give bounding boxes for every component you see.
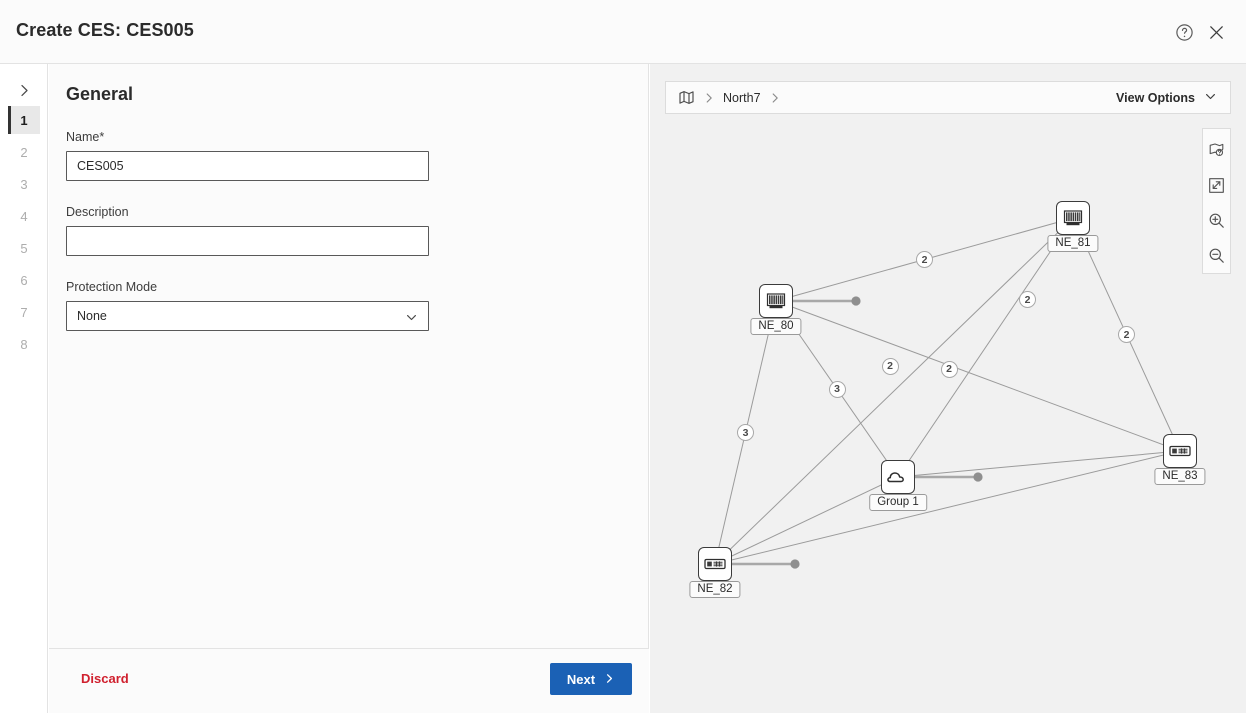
form-footer: Discard Next bbox=[49, 649, 649, 713]
map-icon[interactable] bbox=[678, 89, 695, 106]
topology-node-ne81[interactable]: NE_81 bbox=[1047, 201, 1099, 252]
zoom-out-icon[interactable] bbox=[1203, 238, 1230, 273]
stub-endpoint-ne80[interactable] bbox=[851, 296, 861, 306]
name-input[interactable] bbox=[66, 151, 429, 181]
node-label-ne81: NE_81 bbox=[1047, 235, 1099, 252]
link-group1-ne83[interactable] bbox=[897, 450, 1181, 478]
step-indicator-7[interactable]: 7 bbox=[20, 304, 28, 320]
section-title: General bbox=[66, 84, 134, 104]
step-rail: 1 2 3 4 5 6 7 8 bbox=[0, 64, 48, 713]
chevron-right-icon bbox=[604, 672, 615, 687]
dialog-titlebar: Create CES: CES005 bbox=[0, 0, 1246, 64]
link-badge-ne81-group1[interactable]: 2 bbox=[1019, 291, 1036, 308]
name-label: Name* bbox=[66, 130, 105, 144]
link-badge-ne81-ne83[interactable]: 2 bbox=[1118, 326, 1135, 343]
breadcrumb-item-north7[interactable]: North7 bbox=[723, 90, 761, 105]
link-badge-ne80-ne82[interactable]: 3 bbox=[737, 424, 754, 441]
link-badge-ne81-ne82[interactable]: 2 bbox=[940, 360, 958, 378]
next-button[interactable]: Next bbox=[550, 663, 632, 695]
fit-to-screen-icon[interactable] bbox=[1203, 168, 1230, 203]
view-options-label: View Options bbox=[1116, 90, 1195, 105]
help-circle-icon[interactable] bbox=[1172, 20, 1196, 44]
next-button-label: Next bbox=[566, 671, 596, 687]
topology-canvas[interactable] bbox=[650, 64, 1246, 713]
cloud-icon bbox=[881, 460, 915, 494]
general-form-panel: General Name* Description Protection Mod… bbox=[49, 64, 649, 713]
step-indicator-1[interactable]: 1 bbox=[8, 106, 40, 134]
chevron-down-icon bbox=[1204, 90, 1217, 106]
topology-node-ne80[interactable]: NE_80 bbox=[750, 284, 802, 335]
stub-endpoint-group1[interactable] bbox=[973, 472, 983, 482]
stub-endpoint-ne82[interactable] bbox=[790, 559, 800, 569]
shelf-vertical-icon bbox=[759, 284, 793, 318]
view-options-dropdown[interactable]: View Options bbox=[1116, 90, 1217, 106]
step-indicator-8[interactable]: 8 bbox=[20, 336, 28, 352]
close-icon[interactable] bbox=[1204, 20, 1228, 44]
topology-node-group1[interactable]: Group 1 bbox=[869, 460, 927, 511]
topology-node-ne82[interactable]: NE_82 bbox=[689, 547, 741, 598]
topology-node-ne83[interactable]: NE_83 bbox=[1154, 434, 1206, 485]
chevron-right-icon[interactable] bbox=[9, 76, 39, 104]
region-select-icon[interactable] bbox=[1203, 133, 1230, 168]
shelf-vertical-icon bbox=[1056, 201, 1090, 235]
breadcrumb-separator-icon bbox=[703, 92, 715, 104]
map-header: North7 View Options bbox=[665, 81, 1231, 114]
node-label-ne82: NE_82 bbox=[689, 581, 741, 598]
description-input[interactable] bbox=[66, 226, 429, 256]
link-badge-ne80-group1[interactable]: 3 bbox=[828, 380, 846, 398]
node-label-group1: Group 1 bbox=[869, 494, 927, 511]
protection-mode-label: Protection Mode bbox=[66, 280, 158, 294]
link-badge-ne80-ne83[interactable]: 2 bbox=[881, 357, 899, 375]
description-field-group: Description bbox=[66, 205, 429, 256]
topology-links bbox=[714, 217, 1181, 565]
protection-mode-field-group: Protection Mode bbox=[66, 280, 429, 331]
step-indicator-3[interactable]: 3 bbox=[20, 176, 28, 192]
link-badge-ne80-ne81[interactable]: 2 bbox=[916, 251, 933, 268]
rack-horizontal-icon bbox=[1163, 434, 1197, 468]
name-field-group: Name* bbox=[66, 130, 429, 181]
footer-divider bbox=[49, 648, 649, 649]
step-indicator-6[interactable]: 6 bbox=[20, 272, 28, 288]
topology-map-panel: North7 View Options bbox=[650, 64, 1246, 713]
topology-stubs bbox=[715, 296, 983, 569]
page-title: Create CES: CES005 bbox=[16, 20, 194, 40]
link-ne80-ne83[interactable] bbox=[775, 300, 1181, 452]
protection-mode-select[interactable] bbox=[66, 301, 429, 331]
link-ne81-ne82[interactable] bbox=[714, 217, 1074, 565]
link-ne82-group1[interactable] bbox=[714, 476, 899, 565]
step-indicator-2[interactable]: 2 bbox=[20, 144, 28, 160]
description-label: Description bbox=[66, 205, 129, 219]
step-indicator-5[interactable]: 5 bbox=[20, 240, 28, 256]
rack-horizontal-icon bbox=[698, 547, 732, 581]
node-label-ne83: NE_83 bbox=[1154, 468, 1206, 485]
map-tools bbox=[1202, 128, 1231, 274]
step-indicator-4[interactable]: 4 bbox=[20, 208, 28, 224]
zoom-in-icon[interactable] bbox=[1203, 203, 1230, 238]
node-label-ne80: NE_80 bbox=[750, 318, 802, 335]
discard-button[interactable]: Discard bbox=[81, 671, 129, 686]
link-ne81-group1[interactable] bbox=[897, 217, 1074, 478]
link-ne82-ne83[interactable] bbox=[714, 450, 1181, 565]
breadcrumb-separator-icon bbox=[769, 92, 781, 104]
